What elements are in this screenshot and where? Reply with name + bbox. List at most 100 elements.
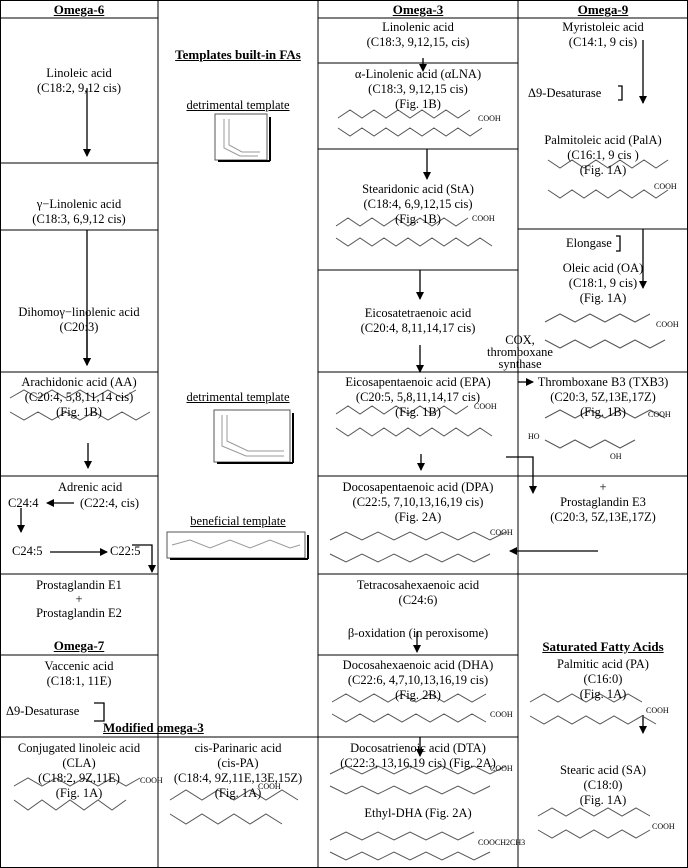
dha-name: Docosahexaenoic acid (DHA) — [342, 658, 494, 672]
cooch-ethyl: COOCH2CH3 — [478, 838, 526, 847]
sa-formula: (C18:0) — [583, 778, 623, 792]
cox-label: COX, — [505, 333, 535, 347]
cooh-pala: COOH — [654, 182, 677, 191]
aa-fig: (Fig. 1B) — [56, 405, 102, 419]
adrenic-name: Adrenic acid — [58, 480, 123, 494]
txb3-formula: (C20:3, 5Z,13E,17Z) — [550, 390, 656, 404]
txb3-name: Thromboxane B3 (TXB3) — [537, 375, 669, 389]
c225-label: C22:5 — [110, 544, 141, 558]
myristoleic-name: Myristoleic acid — [562, 20, 644, 34]
vaccenic-name: Vaccenic acid — [44, 659, 114, 673]
oa-fig: (Fig. 1A) — [579, 291, 627, 305]
synthase-label: synthase — [498, 357, 542, 371]
aa-name: Arachidonic acid (AA) — [21, 375, 137, 389]
cla-fig: (Fig. 1A) — [55, 786, 103, 800]
omega9-desaturase: Δ9-Desaturase — [528, 86, 602, 100]
txb3-fig: (Fig. 1B) — [580, 405, 626, 419]
linoleic-name: Linoleic acid — [46, 66, 112, 80]
sa-fig: (Fig. 1A) — [579, 793, 627, 807]
cooh-oa: COOH — [656, 320, 679, 329]
cispa-abbr: (cis-PA) — [217, 756, 259, 770]
dpa-name: Docosapentaenoic acid (DPA) — [342, 480, 494, 494]
epa-formula: (C20:5, 5,8,11,14,17 cis) — [355, 390, 481, 404]
tha-formula: (C24:6) — [398, 593, 438, 607]
linolenic-formula: (C18:3, 9,12,15, cis) — [366, 35, 470, 49]
pg-plus: + — [75, 592, 83, 606]
ethyl-dha-label: Ethyl-DHA (Fig. 2A) — [364, 806, 472, 820]
cooh-cla: COOH — [140, 776, 163, 785]
sta-formula: (C18:4, 6,9,12,15 cis) — [363, 197, 473, 211]
elongase-label: Elongase — [566, 236, 612, 250]
sta-name: Stearidonic acid (StA) — [362, 182, 474, 196]
header-omega3: Omega-3 — [392, 2, 444, 17]
template-label-1: detrimental template — [186, 98, 290, 112]
aa-formula: (C20:4, 5,8,11,14 cis) — [24, 390, 134, 404]
header-omega9: Omega-9 — [577, 2, 629, 17]
header-saturated: Saturated Fatty Acids — [542, 639, 664, 654]
linolenic-name: Linolenic acid — [382, 20, 454, 34]
cispa-formula: (C18:4, 9Z,11E,13E,15Z) — [173, 771, 303, 785]
dta-formula: (C22:3, 13,16,19 cis) (Fig. 2A) — [340, 756, 496, 770]
pge3-plus: + — [599, 480, 607, 494]
oh-txb3: OH — [610, 452, 622, 461]
c244-label: C24:4 — [8, 496, 39, 510]
c245-label: C24:5 — [12, 544, 43, 558]
header-templates: Templates built-in FAs — [175, 47, 301, 62]
ala-formula: (C18:3, 9,12,15 cis) — [368, 82, 468, 96]
dpa-formula: (C22:5, 7,10,13,16,19 cis) — [352, 495, 484, 509]
oa-name: Oleic acid (OA) — [562, 261, 644, 275]
pala-formula: (C16:1, 9 cis ) — [567, 148, 639, 162]
cooh-txb3: COOH — [648, 410, 671, 419]
dha-formula: (C22:6, 4,7,10,13,16,19 cis) — [347, 673, 489, 687]
pge3-name: Prostaglandin E3 — [560, 495, 646, 509]
pg-line2: Prostaglandin E2 — [36, 606, 122, 620]
pa-name: Palmitic acid (PA) — [557, 657, 649, 671]
cla-abbr: (CLA) — [62, 756, 96, 770]
cla-name: Conjugated linoleic acid — [17, 741, 141, 755]
pge3-formula: (C20:3, 5Z,13E,17Z) — [550, 510, 656, 524]
cooh-dha: COOH — [490, 710, 513, 719]
template-label-3: beneficial template — [190, 514, 286, 528]
header-omega6: Omega-6 — [53, 2, 105, 17]
header-modified-omega3: Modified omega-3 — [103, 720, 204, 735]
cispa-fig: (Fig. 1A) — [214, 786, 262, 800]
ala-name: α-Linolenic acid (αLNA) — [354, 67, 482, 81]
gla-formula: (C18:3, 6,9,12 cis) — [32, 212, 126, 226]
beta-oxidation-label: β-oxidation (in peroxisome) — [347, 626, 489, 640]
pala-name: Palmitoleic acid (PalA) — [544, 133, 662, 147]
cooh-dpa: COOH — [490, 528, 513, 537]
pathway-arrows — [17, 40, 647, 757]
header-omega7: Omega-7 — [53, 638, 105, 653]
ala-fig: (Fig. 1B) — [395, 97, 441, 111]
molecule-structures — [9, 109, 669, 861]
dgla-name: Dihomoγ−linolenic acid — [18, 305, 140, 319]
cooh-pa: COOH — [646, 706, 669, 715]
dta-name: Docosatrienoic acid (DTA) — [350, 741, 486, 755]
dgla-formula: (C20:3) — [59, 320, 99, 334]
cispa-name: cis-Parinaric acid — [194, 741, 282, 755]
sa-name: Stearic acid (SA) — [559, 763, 647, 777]
oa-formula: (C18:1, 9 cis) — [568, 276, 638, 290]
pg-line1: Prostaglandin E1 — [36, 578, 122, 592]
sta-fig: (Fig. 1B) — [395, 212, 441, 226]
dha-fig: (Fig. 2B) — [395, 688, 441, 702]
cooh-cispa: COOH — [258, 782, 281, 791]
eta-formula: (C20:4, 8,11,14,17 cis) — [360, 321, 476, 335]
cla-formula: (C18:2, 9Z,11E) — [38, 771, 120, 785]
epa-name: Eicosapentaenoic acid (EPA) — [345, 375, 491, 389]
cooh-epa: COOH — [474, 402, 497, 411]
template-boxes — [166, 113, 309, 560]
thromboxane-label: thromboxane — [487, 345, 553, 359]
template-label-2: detrimental template — [186, 390, 290, 404]
vaccenic-formula: (C18:1, 11E) — [46, 674, 112, 688]
cooh-dta: COOH — [490, 764, 513, 773]
omega7-desaturase: Δ9-Desaturase — [6, 704, 80, 718]
tha-name: Tetracosahexaenoic acid — [356, 578, 480, 592]
pa-formula: (C16:0) — [583, 672, 623, 686]
linoleic-formula: (C18:2, 9,12 cis) — [36, 81, 122, 95]
adrenic-formula: (C22:4, cis) — [80, 496, 140, 510]
cooh-sta: COOH — [472, 214, 495, 223]
